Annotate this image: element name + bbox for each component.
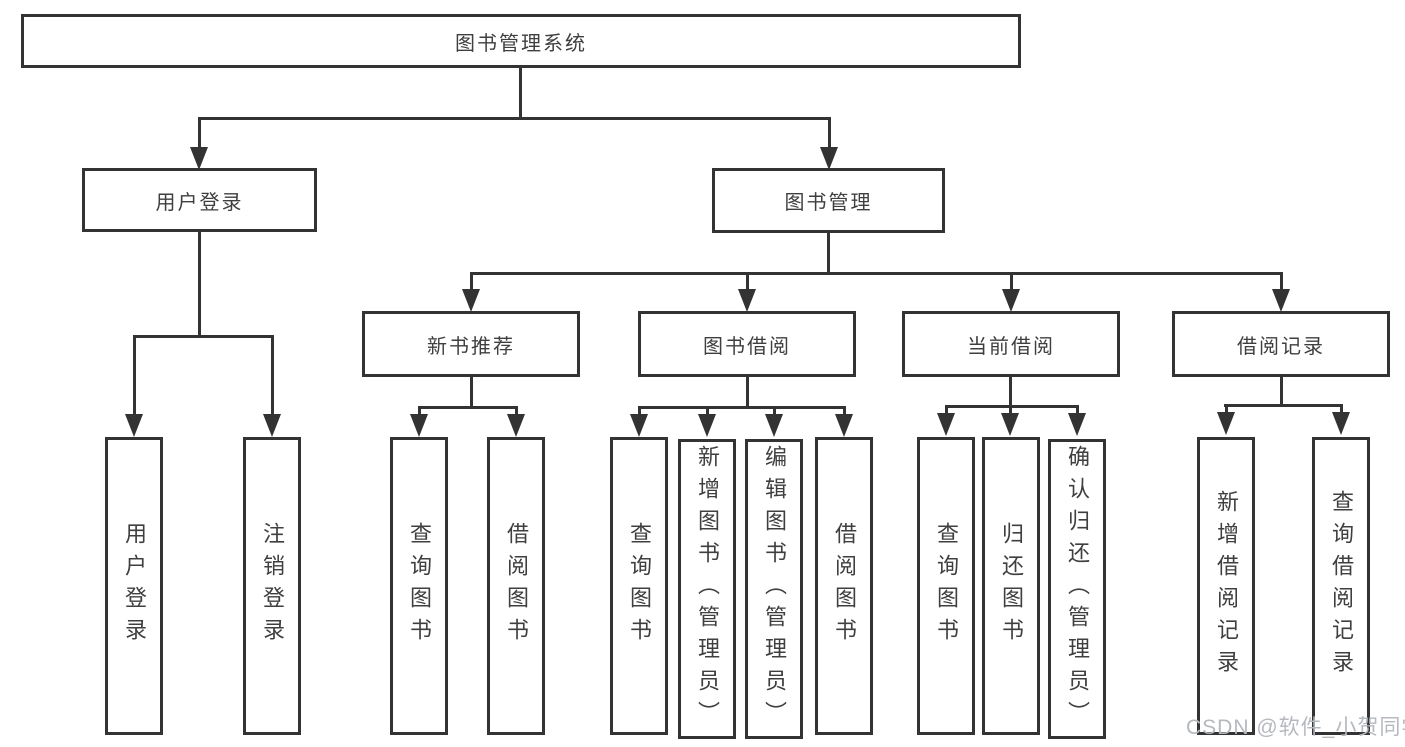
- leaf-query-borrow-record: 查询借阅记录: [1312, 437, 1370, 735]
- leaf-return-book-label: 归还图书: [999, 522, 1024, 650]
- connector-line: [418, 406, 518, 409]
- connector-line: [1076, 405, 1079, 415]
- leaf-query-borrow-record-label: 查询借阅记录: [1329, 490, 1354, 682]
- connector-line: [945, 405, 1079, 408]
- leaf-add-borrow-record-label: 新增借阅记录: [1214, 490, 1239, 682]
- connector-line: [1009, 377, 1012, 408]
- leaf-query-books-recommend-label: 查询图书: [407, 522, 432, 650]
- connector-line: [470, 272, 473, 291]
- connector-line: [519, 66, 522, 120]
- arrow-down-icon: [765, 414, 783, 437]
- leaf-borrow-books-recommend-label: 借阅图书: [504, 522, 529, 650]
- node-book-borrow: 图书借阅: [638, 311, 856, 377]
- leaf-logout-label: 注销登录: [260, 522, 285, 650]
- connector-line: [638, 406, 846, 409]
- node-book-borrow-label: 图书借阅: [703, 335, 791, 358]
- csdn-watermark: CSDN @软件_小贺同学: [1186, 716, 1405, 739]
- connector-line: [1224, 404, 1343, 407]
- arrow-down-icon: [698, 414, 716, 437]
- connector-line: [638, 406, 641, 416]
- node-current-borrow-label: 当前借阅: [967, 335, 1055, 358]
- arrow-down-icon: [263, 414, 281, 437]
- leaf-query-books-current-label: 查询图书: [934, 522, 959, 650]
- connector-line: [133, 335, 136, 417]
- node-user-login: 用户登录: [82, 168, 317, 232]
- arrow-down-icon: [820, 147, 838, 170]
- node-book-management: 图书管理: [712, 168, 945, 233]
- connector-line: [1280, 377, 1283, 407]
- leaf-add-book-admin-label: 新增图书（管理员）: [695, 445, 720, 733]
- leaf-add-borrow-record: 新增借阅记录: [1197, 437, 1255, 735]
- arrow-down-icon: [1217, 412, 1235, 435]
- leaf-query-books-borrow: 查询图书: [610, 437, 668, 735]
- leaf-confirm-return-admin: 确认归还（管理员）: [1048, 439, 1106, 739]
- node-new-book-recommend-label: 新书推荐: [427, 335, 515, 358]
- connector-line: [1280, 272, 1283, 291]
- node-root: 图书管理系统: [21, 14, 1021, 68]
- connector-line: [1340, 404, 1343, 414]
- arrow-down-icon: [462, 289, 480, 312]
- connector-line: [746, 272, 749, 291]
- leaf-borrow-books: 借阅图书: [815, 437, 873, 735]
- leaf-query-books-borrow-label: 查询图书: [627, 522, 652, 650]
- arrow-down-icon: [738, 289, 756, 312]
- leaf-edit-book-admin-label: 编辑图书（管理员）: [762, 445, 787, 733]
- node-book-management-label: 图书管理: [784, 192, 873, 214]
- connector-line: [271, 335, 274, 417]
- arrow-down-icon: [125, 414, 143, 437]
- leaf-user-login: 用户登录: [105, 437, 163, 735]
- connector-line: [198, 117, 201, 149]
- arrow-down-icon: [1002, 289, 1020, 312]
- connector-line: [945, 405, 948, 415]
- leaf-borrow-books-recommend: 借阅图书: [487, 437, 545, 735]
- node-root-label: 图书管理系统: [455, 32, 587, 55]
- leaf-return-book: 归还图书: [982, 437, 1040, 735]
- arrow-down-icon: [1332, 412, 1350, 435]
- connector-line: [198, 117, 831, 120]
- connector-line: [827, 233, 830, 275]
- connector-line: [1010, 272, 1013, 291]
- leaf-add-book-admin: 新增图书（管理员）: [678, 439, 736, 739]
- leaf-borrow-books-label: 借阅图书: [832, 522, 857, 650]
- arrow-down-icon: [507, 414, 525, 437]
- arrow-down-icon: [630, 414, 648, 437]
- arrow-down-icon: [1001, 413, 1019, 436]
- connector-line: [1225, 404, 1228, 414]
- node-user-login-label: 用户登录: [155, 191, 244, 214]
- connector-line: [843, 406, 846, 416]
- arrow-down-icon: [1068, 413, 1086, 436]
- arrow-down-icon: [937, 413, 955, 436]
- connector-line: [133, 335, 274, 338]
- connector-line: [706, 406, 709, 416]
- leaf-logout: 注销登录: [243, 437, 301, 735]
- connector-line: [515, 406, 518, 416]
- leaf-query-books-current: 查询图书: [917, 437, 975, 735]
- node-new-book-recommend: 新书推荐: [362, 311, 580, 377]
- connector-line: [828, 117, 831, 149]
- leaf-user-login-label: 用户登录: [122, 522, 147, 650]
- connector-line: [470, 377, 473, 409]
- node-borrow-records: 借阅记录: [1172, 311, 1390, 377]
- leaf-confirm-return-admin-label: 确认归还（管理员）: [1065, 445, 1090, 733]
- connector-line: [773, 406, 776, 416]
- leaf-query-books-recommend: 查询图书: [390, 437, 448, 735]
- arrow-down-icon: [1272, 289, 1290, 312]
- connector-line: [198, 232, 201, 338]
- connector-line: [1009, 405, 1012, 415]
- leaf-edit-book-admin: 编辑图书（管理员）: [745, 439, 803, 739]
- node-current-borrow: 当前借阅: [902, 311, 1120, 377]
- connector-line: [746, 377, 749, 409]
- node-borrow-records-label: 借阅记录: [1237, 335, 1325, 358]
- arrow-down-icon: [190, 147, 208, 170]
- connector-line: [418, 406, 421, 416]
- connector-line: [470, 272, 1283, 275]
- arrow-down-icon: [410, 414, 428, 437]
- arrow-down-icon: [835, 414, 853, 437]
